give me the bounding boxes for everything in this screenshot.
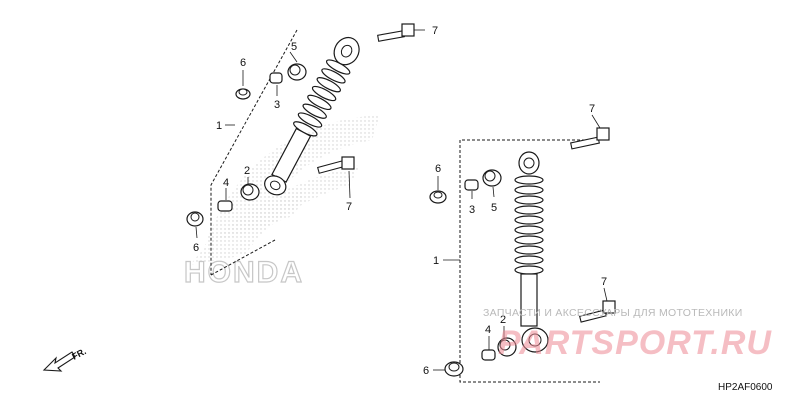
right-callouts	[433, 114, 608, 371]
honda-wing-logo: HONDA	[183, 115, 380, 290]
left-bolt-7-mid	[316, 156, 355, 174]
callout-1-left: 1	[216, 120, 222, 132]
callout-4-left: 4	[223, 177, 229, 189]
callout-6-left-top: 6	[240, 57, 246, 69]
callout-1-right: 1	[433, 255, 439, 267]
callout-3-right: 3	[469, 204, 475, 216]
left-shock-absorber	[264, 36, 360, 196]
right-nut-6-bottom	[444, 361, 464, 377]
figure-code: HP2AF0600	[718, 382, 773, 393]
left-nut-6-top	[235, 88, 251, 100]
left-callouts	[195, 29, 425, 239]
callout-7-right-bottom: 7	[601, 276, 607, 288]
right-bushing-5	[482, 169, 502, 187]
callout-3-left: 3	[274, 99, 280, 111]
right-bolt-7-bottom	[578, 300, 616, 323]
right-bolt-7-top	[570, 127, 610, 150]
front-direction-arrow: FR.	[42, 346, 88, 372]
right-collar-3	[464, 179, 479, 191]
right-collar-4	[481, 349, 496, 361]
callout-2-left: 2	[244, 165, 250, 177]
right-nut-6-top	[429, 190, 447, 204]
left-assembly-frame	[210, 29, 298, 276]
right-assembly-frame	[459, 139, 600, 383]
left-collar-3	[269, 72, 283, 84]
callout-5-left: 5	[291, 41, 297, 53]
left-nut-6-bottom	[186, 211, 204, 227]
callout-6-right-bottom: 6	[423, 365, 429, 377]
honda-logo-text: HONDA	[184, 256, 304, 289]
callout-5-right: 5	[491, 202, 497, 214]
direction-label: FR.	[70, 346, 87, 362]
callout-4-right: 4	[485, 324, 491, 336]
left-collar-4	[217, 200, 233, 212]
watermark-site-name: PARTSPORT.RU	[498, 324, 772, 362]
watermark-caption: ЗАПЧАСТИ И АКСЕССУАРЫ ДЛЯ МОТОТЕХНИКИ	[483, 307, 743, 319]
callout-7-left-top: 7	[432, 25, 438, 37]
left-bushing-5	[287, 63, 307, 81]
left-bolt-7-top	[377, 23, 415, 42]
callout-6-right-top: 6	[435, 163, 441, 175]
callout-7-right-top: 7	[589, 103, 595, 115]
right-bushing-2	[497, 337, 517, 357]
callout-6-left-bottom: 6	[193, 242, 199, 254]
callout-2-right: 2	[500, 314, 506, 326]
left-bushing-2	[240, 183, 260, 201]
right-shock-absorber	[514, 151, 549, 353]
callout-7-left-mid: 7	[346, 201, 352, 213]
